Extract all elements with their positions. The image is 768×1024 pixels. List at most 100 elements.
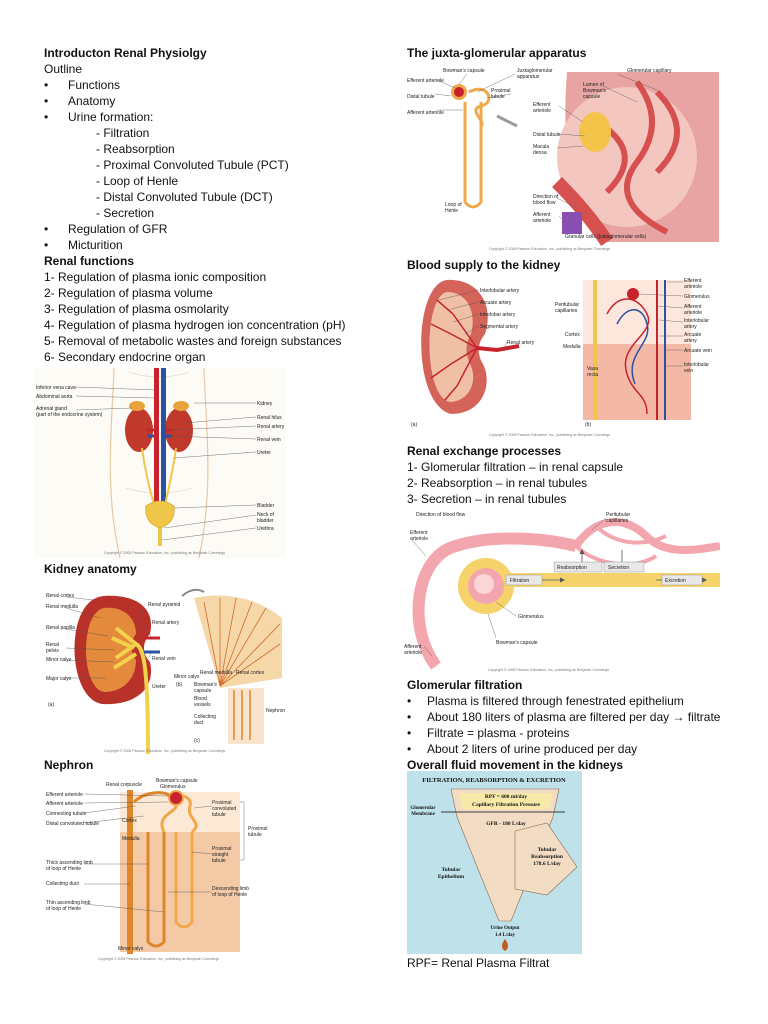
renal-function-item: 5- Removal of metabolic wastes and forei… xyxy=(44,334,342,348)
fig-label: Bowman's capsule xyxy=(156,778,198,784)
fig-label: densa xyxy=(533,150,547,156)
outline-item: Functions xyxy=(44,77,346,93)
fig-label: arteriole xyxy=(404,650,422,656)
fig-label: apparatus xyxy=(517,74,540,80)
fig-label: convoluted xyxy=(212,806,236,812)
fig-label: tubule xyxy=(491,94,505,100)
fig-copyright: Copyright © 2008 Pearson Education, Inc.… xyxy=(489,247,610,251)
fig-label: Loop of xyxy=(445,202,462,208)
fig-label: arteriole xyxy=(410,536,428,542)
fig-label: Renal artery xyxy=(152,620,180,626)
fig-label: Juxtaglomerular xyxy=(517,68,553,74)
fig-label: of loop of Henle xyxy=(46,906,81,912)
fig-label: Cortex xyxy=(565,332,580,338)
fig-label: Descending limb xyxy=(212,886,249,892)
fig-label: Afferent xyxy=(404,644,422,650)
fig-label: 178.6 L/day xyxy=(533,861,561,867)
jga-figure: Bowman's capsule Efferent arteriole Dist… xyxy=(407,62,719,254)
fig-label: Peritubular xyxy=(606,512,631,518)
fig-label: Efferent arteriole xyxy=(46,792,83,798)
fig-label: vein xyxy=(684,368,693,374)
fig-label: Renal medulla xyxy=(46,604,78,610)
renal-functions-heading: Renal functions xyxy=(44,254,135,268)
glomerular-item: Plasma is filtered through fenestrated e… xyxy=(407,693,720,709)
fig-label: Blood xyxy=(194,696,207,702)
fig-label: Ureter xyxy=(152,684,166,690)
jga-heading: The juxta-glomerular apparatus xyxy=(407,46,587,60)
fig-label: Adrenal gland xyxy=(36,406,67,412)
fig-label: Inferior vena cava xyxy=(36,385,76,391)
fig-label: Renal xyxy=(46,642,59,648)
kidney-anatomy-figure: Renal cortex Renal medulla Renal papilla… xyxy=(44,578,286,754)
fig-copyright: Copyright © 2008 Pearson Education, Inc.… xyxy=(104,551,225,555)
fig-copyright: Copyright © 2008 Pearson Education, Inc.… xyxy=(104,749,225,753)
fig-label: Abdominal aorta xyxy=(36,394,73,400)
fig-label: duct xyxy=(194,720,204,726)
exchange-section: Renal exchange processes 1- Glomerular f… xyxy=(407,443,623,507)
exchange-item: 1- Glomerular filtration – in renal caps… xyxy=(407,460,624,474)
fig-label: arteriole xyxy=(684,284,702,290)
glomerular-item: Filtrate = plasma - proteins xyxy=(407,725,720,741)
fig-label: Renal pyramid xyxy=(148,602,180,608)
fig-label: Excretion xyxy=(665,578,686,584)
fig-label: (part of the endocrine system) xyxy=(36,412,103,418)
fig-label: Peritubular xyxy=(555,302,580,308)
outline-item: Urine formation: xyxy=(44,109,346,125)
blood-supply-figure: Interlobular artery Arcuate artery Inter… xyxy=(407,274,719,440)
fig-label: Cortex xyxy=(122,818,137,824)
fig-label: Direction of xyxy=(533,194,559,200)
fig-label: pelvis xyxy=(46,648,59,654)
fig-label: Renal cortex xyxy=(46,593,75,599)
renal-function-item: 1- Regulation of plasma ionic compositio… xyxy=(44,270,267,284)
fig-label: Bladder xyxy=(257,503,275,509)
renal-function-item: 3- Regulation of plasma osmolarity xyxy=(44,302,229,316)
fig-label: Afferent xyxy=(533,212,551,218)
fig-label: Tubular xyxy=(441,867,461,873)
exchange-item: 2- Reabsorption – in renal tubules xyxy=(407,476,588,490)
urinary-system-figure: Inferior vena cava Abdominal aorta Adren… xyxy=(34,368,286,558)
fig-label: blood flow xyxy=(533,200,556,206)
fig-label: vessels xyxy=(194,702,211,708)
fig-label: capillaries xyxy=(555,308,578,314)
fig-label: straight xyxy=(212,852,229,858)
fig-label: Renal medulla xyxy=(200,670,232,676)
fig-label: arteriole xyxy=(533,218,551,224)
fig-copyright: Copyright © 2008 Pearson Education, Inc.… xyxy=(488,668,609,672)
outline-sub-item: - Reabsorption xyxy=(96,142,175,156)
fig-label: Major calyx xyxy=(46,676,72,682)
fig-label: Medulla xyxy=(122,836,140,842)
fig-panel-label: (b) xyxy=(176,682,182,688)
outline-sub-item: - Loop of Henle xyxy=(96,174,179,188)
outline-item: Micturition xyxy=(44,237,346,253)
fig-label: Secretion xyxy=(608,565,629,571)
exchange-item: 3- Secretion – in renal tubules xyxy=(407,492,567,506)
fig-label: bladder xyxy=(257,518,274,524)
fig-label: Thick ascending limb xyxy=(46,860,93,866)
fig-label: Efferent xyxy=(410,530,428,536)
fig-label: artery xyxy=(684,324,697,330)
fig-label: capsule xyxy=(583,94,600,100)
fig-label: Interlobular xyxy=(684,362,709,368)
fig-title: FILTRATION, REABSORPTION & EXCRETION xyxy=(422,777,566,784)
fig-label: Bowman's xyxy=(194,682,217,688)
fig-label: Collecting xyxy=(194,714,216,720)
fig-label: Tubular xyxy=(537,847,557,853)
fig-label: Bowman's xyxy=(583,88,606,94)
fig-label: Ureter xyxy=(257,450,271,456)
fig-label: GFR - 180 L/day xyxy=(486,821,526,827)
renal-function-item: 2- Regulation of plasma volume xyxy=(44,286,213,300)
fig-panel-label: (c) xyxy=(194,738,200,744)
fig-panel-label: (b) xyxy=(585,422,591,428)
fig-label: Proximal xyxy=(248,826,267,832)
fig-label: Minor calyx xyxy=(46,657,72,663)
fig-label: Bowman's capsule xyxy=(496,640,538,646)
fig-label: Arcuate vein xyxy=(684,348,712,354)
fig-label: of loop of Henle xyxy=(46,866,81,872)
fig-label: arteriole xyxy=(533,108,551,114)
fig-label: Interlobular artery xyxy=(480,288,520,294)
fig-label: arteriole xyxy=(684,310,702,316)
fig-label: Arcuate xyxy=(684,332,701,338)
fig-label: Distal tubule xyxy=(533,132,561,138)
fig-label: Epithelium xyxy=(438,874,465,880)
nephron-figure: Renal corpuscle Bowman's capsule Glomeru… xyxy=(44,772,272,962)
